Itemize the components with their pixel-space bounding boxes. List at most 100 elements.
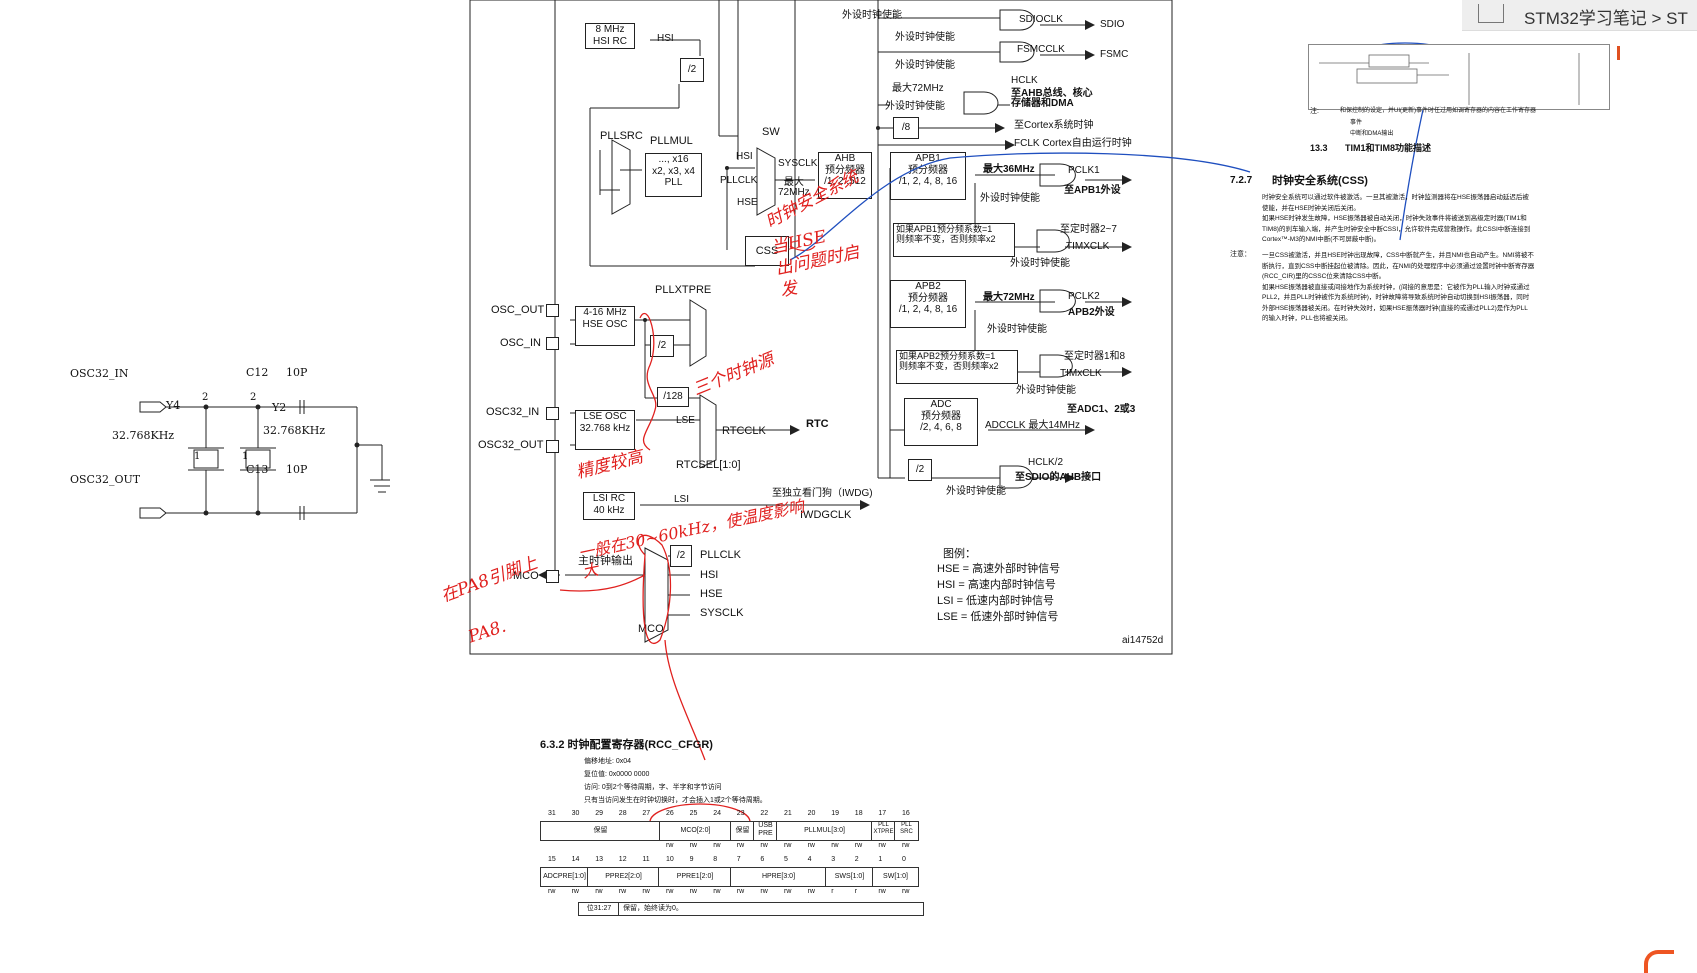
sw-hsi-label: HSI bbox=[736, 151, 753, 162]
field-reserved: 保留 bbox=[540, 821, 661, 841]
note-label: 注意： bbox=[1230, 251, 1251, 258]
reg-line-3: 访问: 0到2个等待周期，字、半字和字节访问 bbox=[584, 784, 722, 791]
section-13-3-title: TIM1和TIM8功能描述 bbox=[1345, 143, 1432, 153]
bit-number: 0 bbox=[902, 856, 906, 863]
rtcclk-label: RTCCLK bbox=[722, 425, 766, 437]
access-type: rw bbox=[902, 842, 910, 849]
bit-number: 16 bbox=[902, 810, 910, 817]
adc-prescaler-box: ADC 预分频器 /2, 4, 6, 8 bbox=[904, 398, 978, 446]
periph-en-3: 外设时钟使能 bbox=[895, 60, 955, 71]
field-pllmul-text: PLLMUL[3:0] bbox=[804, 827, 845, 834]
bit-number: 4 bbox=[807, 856, 812, 863]
hclk2-label: HCLK/2 bbox=[1028, 457, 1064, 468]
osc-in-pin bbox=[546, 337, 559, 350]
window-tab-title: STM32学习笔记 > ST bbox=[1524, 9, 1688, 28]
corner-icon bbox=[1644, 950, 1674, 973]
pllxtpre-label: PLLXTPRE bbox=[655, 284, 712, 296]
field-pllsrc: PLL SRC bbox=[894, 821, 919, 841]
access-type: rw bbox=[854, 842, 863, 849]
fclk-label: FCLK Cortex自由运行时钟 bbox=[1014, 138, 1132, 149]
legend-lsi: LSI = 低速内部时钟信号 bbox=[937, 595, 1055, 607]
css-box: CSS bbox=[745, 236, 789, 266]
paragraph-line: Cortex™-M3的NMI中断(不可屏蔽中断)。 bbox=[1262, 236, 1381, 243]
bit-number: 28 bbox=[618, 810, 627, 817]
pclk1-label: PCLK1 bbox=[1068, 165, 1100, 176]
periph-en-7: 外设时钟使能 bbox=[987, 324, 1047, 335]
legend-title: 图例： bbox=[943, 548, 976, 560]
right-note-prefix: 注: bbox=[1310, 108, 1319, 115]
access-type: rw bbox=[713, 842, 721, 849]
pllclk-label: PLLCLK bbox=[720, 175, 758, 186]
lse-label: LSE bbox=[676, 415, 695, 426]
adc-to-label: 至ADC1、2或3 bbox=[1067, 404, 1136, 415]
field-ppre2-text: PPRE2[2:0] bbox=[605, 873, 642, 880]
apb1-multiplier-text: 如果APB1预分频系数=1 则频率不变，否则频率x2 bbox=[896, 224, 996, 245]
scroll-marker bbox=[1617, 46, 1620, 60]
bit-number: 14 bbox=[571, 856, 580, 863]
section-number: 7.2.7 bbox=[1230, 175, 1253, 186]
adcclk-label: ADCCLK 最大14MHz bbox=[985, 420, 1081, 431]
div8-box: /8 bbox=[893, 117, 919, 139]
osc-out-pin bbox=[546, 304, 559, 317]
periph-en-5: 外设时钟使能 bbox=[980, 193, 1040, 204]
periph-en-6: 外设时钟使能 bbox=[1010, 258, 1070, 269]
access-type: rw bbox=[807, 888, 815, 895]
field-usbpre: USB PRE bbox=[753, 821, 778, 841]
figure-id: ai14752d bbox=[1122, 635, 1164, 646]
field-mco-text: MCO[2:0] bbox=[680, 827, 711, 834]
legend-interrupt: 中断和DMA输出 bbox=[1350, 131, 1394, 137]
hse-osc-text: 4-16 MHz HSE OSC bbox=[582, 307, 628, 330]
paragraph-line: 外部HSE振荡器被关闭。在时钟失效时，如果HSE振荡器时钟(直接的或通过PLL2… bbox=[1262, 304, 1528, 312]
field-pllxtpre-text: PLL XTPRE bbox=[873, 822, 894, 836]
field-reserved-2-text: 保留 bbox=[735, 827, 750, 834]
bit-number: 22 bbox=[760, 810, 769, 817]
legend-lse: LSE = 低速外部时钟信号 bbox=[937, 611, 1059, 623]
field-ppre1: PPRE1[2:0] bbox=[658, 867, 732, 887]
max36-label: 最大36MHz bbox=[983, 164, 1035, 175]
bit-number: 30 bbox=[571, 810, 580, 817]
sw-label: SW bbox=[762, 126, 780, 138]
hclk-label: HCLK bbox=[1011, 75, 1038, 86]
periph-en-1: 外设时钟使能 bbox=[842, 10, 902, 21]
paragraph-line: (RCC_CIR)里的CSSC位来清除CSS中断。 bbox=[1262, 273, 1386, 280]
css-paragraphs: 时钟安全系统可以通过软件被激活。一旦其被激活，时钟监测器将在HSE振荡器启动延迟… bbox=[1262, 193, 1592, 246]
div2-hse: /2 bbox=[650, 335, 674, 357]
bit-number: 19 bbox=[831, 810, 839, 817]
access-type: rw bbox=[666, 842, 674, 849]
paragraph-line: PLL2，并且PLL时钟被作为系统时钟)，时钟故障将导致系统时钟自动切换到HSI… bbox=[1262, 294, 1530, 301]
pclk2-label: PCLK2 bbox=[1068, 291, 1100, 302]
periph-en-8: 外设时钟使能 bbox=[1016, 385, 1076, 396]
osc-out-label: OSC_OUT bbox=[491, 304, 545, 316]
bit-number: 29 bbox=[595, 810, 603, 817]
bit-number: 9 bbox=[689, 856, 694, 863]
field-sw: SW[1:0] bbox=[872, 867, 919, 887]
iwdg-to-label: 至独立看门狗（IWDG) bbox=[772, 488, 873, 499]
iwdgclk-label: IWDGCLK bbox=[800, 509, 852, 521]
sdioclk-label: SDIOCLK bbox=[1019, 14, 1063, 25]
window-tab[interactable]: STM32学习笔记 > ST bbox=[1462, 0, 1697, 31]
access-type: rw bbox=[736, 842, 745, 849]
access-type: rw bbox=[807, 842, 815, 849]
mco-output-label: 主时钟输出 bbox=[578, 555, 633, 567]
access-type: rw bbox=[784, 888, 792, 895]
access-type: rw bbox=[595, 888, 603, 895]
bit-number: 2 bbox=[854, 856, 859, 863]
access-type: rw bbox=[689, 842, 697, 849]
bit-number: 6 bbox=[760, 856, 765, 863]
osc32-in-pin bbox=[546, 407, 559, 420]
mco-div2: /2 bbox=[670, 545, 692, 567]
max72b-label: 最大72MHz bbox=[892, 83, 944, 94]
div2-hse-text: /2 bbox=[657, 340, 667, 351]
field-reserved-text: 保留 bbox=[593, 827, 608, 834]
hse-osc-box: 4-16 MHz HSE OSC bbox=[575, 306, 635, 346]
apb1-prescaler-text: APB1 预分频器 /1, 2, 4, 8, 16 bbox=[898, 153, 958, 187]
net-osc32-in: OSC32_IN bbox=[70, 367, 129, 380]
sysclk-label: SYSCLK bbox=[778, 158, 818, 169]
div128-box: /128 bbox=[657, 387, 689, 407]
field-ppre1-text: PPRE1[2:0] bbox=[676, 873, 714, 880]
right-note-text: 和保控制的设定，并UI(更新)事件时任过用如调寄存器的内容在工作寄存器 bbox=[1340, 108, 1536, 114]
access-type: rw bbox=[878, 888, 886, 895]
label-c12: C12 bbox=[246, 366, 269, 379]
paragraph-line: 如果HSE振荡器被直接或间接地作为系统时钟，(间接的意思是：它被作为PLL输入时… bbox=[1262, 283, 1530, 291]
mco-mux-label: MCO bbox=[638, 623, 664, 635]
